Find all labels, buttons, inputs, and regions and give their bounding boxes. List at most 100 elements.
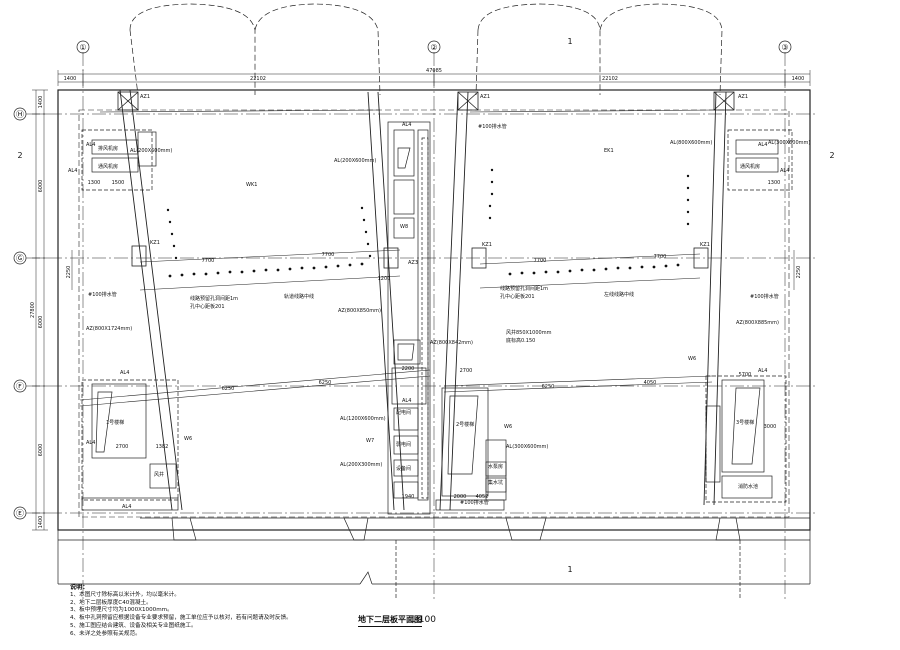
label-note-mid-r: 左线线路中线 — [604, 291, 634, 298]
label-room-g: 集水坑 — [488, 479, 503, 486]
dim-1500: 1500 — [112, 180, 125, 186]
label-note-ctr-r: 线路预留孔洞间距1m — [500, 285, 548, 292]
label-pipe-100-c: #100排水管 — [750, 293, 779, 300]
label-al-200x600-b: AL(200X600mm) — [334, 158, 376, 164]
dim-total: 47085 — [426, 68, 442, 74]
section-mark-top: 1 — [567, 37, 572, 46]
label-stair-1: 1号楼梯 — [106, 419, 124, 426]
grid-bubbles — [13, 40, 792, 520]
dim-6250-c: 6250 — [542, 384, 555, 390]
slanted-beams — [79, 89, 727, 511]
note-item: 1、本图尺寸除标高以米计外，均以毫米计。 — [70, 591, 180, 598]
dim-top-3: 22102 — [602, 76, 618, 82]
label-shaft-b: 排风机房 — [98, 145, 118, 152]
label-ek1: EK1 — [604, 148, 614, 154]
label-w6-a: W6 — [184, 436, 192, 442]
notes-heading: 说明： — [70, 584, 89, 591]
label-al-200x300: AL(200X300mm) — [340, 462, 382, 468]
dim-6250-a: 6250 — [222, 386, 235, 392]
dim-2700-r: 2700 — [460, 368, 473, 374]
label-al4-7: AL4 — [758, 142, 767, 148]
dim-2200: 2200 — [402, 366, 415, 372]
label-wk1: WK1 — [246, 182, 257, 188]
dim-1300-r: 1300 — [768, 180, 781, 186]
label-pipe-100-a: #100排水管 — [88, 291, 117, 298]
dim-2250-r: 2250 — [796, 266, 802, 279]
grid-lines — [26, 52, 815, 600]
label-room-d: 弱电间 — [396, 441, 411, 448]
label-az-800x885: AZ(800X885mm) — [736, 320, 779, 326]
label-az1-a: AZ1 — [140, 94, 150, 100]
label-al-1200x600: AL(1200X600mm) — [340, 416, 386, 422]
opening-dots — [166, 168, 690, 278]
dim-left-5: 1400 — [38, 516, 44, 529]
dim-1382: 1382 — [156, 444, 169, 450]
grid-label-row-f: Ⓕ — [16, 382, 24, 391]
label-az-800x850: AZ(800X850mm) — [338, 308, 381, 314]
dim-2250-l: 2250 — [66, 266, 72, 279]
dim-left-3: 6000 — [38, 316, 44, 329]
dim-4052: 4052 — [476, 494, 489, 500]
grid-label-row-e: Ⓔ — [16, 509, 24, 518]
label-pipe-100-d: #100排水管 — [460, 499, 489, 506]
section-mark-left: 2 — [17, 151, 22, 160]
label-note-well2: 底标高0.150 — [506, 337, 535, 344]
label-w6-b: W6 — [688, 356, 696, 362]
label-al4-3: AL4 — [120, 370, 129, 376]
label-room-e: 设备间 — [396, 465, 411, 472]
dim-5700: 5700 — [739, 372, 752, 378]
dim-1940: 1940 — [402, 494, 415, 500]
label-al4-6: AL4 — [402, 398, 411, 404]
label-al-300x600-b: AL(300X600mm) — [506, 444, 548, 450]
grid-label-row-h: Ⓗ — [16, 110, 24, 119]
label-al4-2: AL4 — [68, 168, 77, 174]
label-shaft-a: 风井 — [154, 471, 164, 478]
label-note-well: 风井850X1000mm — [506, 329, 552, 336]
dim-left-total: 27800 — [30, 302, 36, 318]
label-al4-1: AL4 — [86, 142, 95, 148]
label-w6-c: W6 — [504, 424, 512, 430]
dim-7700-d: 7700 — [654, 254, 667, 260]
note-item: 2、地下二层板厚度C40混凝土。 — [70, 599, 152, 606]
label-al4-9: AL4 — [758, 368, 767, 374]
label-pipe-100-b: #100排水管 — [478, 123, 507, 130]
label-kz1-b: KZ1 — [482, 242, 492, 248]
dim-2700-l: 2700 — [116, 444, 129, 450]
label-note-ctr-l: 线路预留孔洞间距1m — [190, 295, 238, 302]
slab-outline — [57, 89, 811, 531]
grid-label-col-2: ② — [430, 43, 437, 52]
label-room-h: 消防水池 — [738, 483, 758, 490]
dim-7700-a: 7700 — [202, 258, 215, 264]
dim-1300-l: 1300 — [88, 180, 101, 186]
label-room-f: 水泵房 — [488, 463, 503, 470]
label-stair-3: 3号楼梯 — [736, 419, 754, 426]
label-kz1-c: KZ1 — [700, 242, 710, 248]
label-room-b: 通风机房 — [740, 163, 760, 170]
dim-4050: 4050 — [644, 380, 657, 386]
dim-top-4: 1400 — [792, 76, 805, 82]
label-w7: W7 — [366, 438, 374, 444]
label-note-ctr-r2: 孔中心距板201 — [500, 293, 535, 300]
dim-left-4: 6000 — [38, 444, 44, 457]
note-item: 6、未详之处参照有关规范。 — [70, 630, 141, 637]
dim-2000: 2000 — [454, 494, 467, 500]
drawing-scale: 1:100 — [410, 615, 436, 625]
note-item: 3、板中预埋尺寸均为1000X1000mm。 — [70, 607, 173, 614]
label-az1-b: AZ1 — [480, 94, 490, 100]
note-item: 4、板中孔洞预留应根据设备专业要求预留，施工单位应予以核对，若有问题请及时反馈。 — [70, 615, 292, 622]
label-az-800x842: AZ(800X842mm) — [430, 340, 473, 346]
note-item: 5、施工图应结合建筑、设备及相关专业图纸施工。 — [70, 622, 197, 629]
label-al4-10: AL4 — [122, 504, 131, 510]
base-trenches — [57, 517, 811, 600]
general-notes: 说明： 1、本图尺寸除标高以米计外，均以毫米计。 2、地下二层板厚度C40混凝土… — [70, 584, 400, 639]
label-room-a: 通风机房 — [98, 163, 118, 170]
dim-3000: 3000 — [764, 424, 777, 430]
rooms-right — [705, 129, 793, 503]
rooms-left — [81, 129, 179, 511]
grid-label-col-3: ③ — [781, 43, 788, 52]
section-mark-right: 2 — [829, 151, 834, 160]
dim-1200: 1200 — [378, 276, 391, 282]
label-note-mid-l: 轨道线路中线 — [284, 293, 314, 300]
drawing-title-block: 地下二层板平面图 1:100 — [358, 612, 478, 630]
columns — [117, 91, 735, 269]
